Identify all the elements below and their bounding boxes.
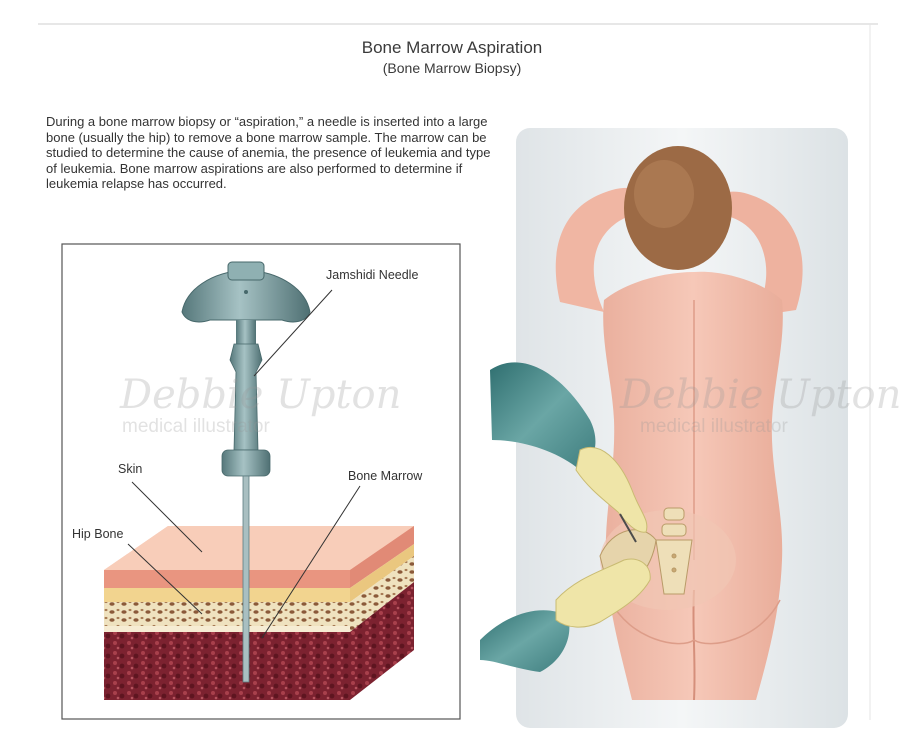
needle-hub: [221, 449, 271, 477]
block-side-fat: [350, 544, 414, 602]
buttock-crease: [692, 589, 696, 701]
label-jamshidi-needle: Jamshidi Needle: [326, 268, 419, 282]
needle-cannula: [242, 475, 250, 683]
cortex-layer: [104, 626, 350, 632]
upper-sleeve: [490, 362, 596, 470]
needle-cap: [227, 261, 265, 281]
upper-glove: [575, 446, 648, 533]
leader-hip-bone: [127, 543, 203, 615]
label-bone-marrow: Bone Marrow: [348, 469, 423, 483]
label-hip-bone: Hip Bone: [72, 527, 124, 541]
needle-cap-dot: [244, 290, 248, 294]
patient-scene: [480, 128, 848, 728]
patient-arms-right: [700, 191, 803, 316]
block-side-bone: [350, 556, 414, 632]
page-subtitle: (Bone Marrow Biopsy): [382, 60, 522, 76]
skin-layer: [104, 570, 350, 588]
leader-needle: [253, 289, 333, 377]
hip-bone-layer: [104, 602, 350, 626]
skin-surface-top: [104, 526, 414, 570]
needle-neck: [236, 320, 256, 344]
patient-arms: [555, 187, 664, 312]
lower-sleeve: [480, 610, 570, 672]
lower-glove: [555, 558, 651, 628]
needle-handle: [181, 269, 311, 323]
leader-skin: [131, 481, 203, 553]
fat-layer: [104, 588, 350, 602]
block-side-marrow: [350, 582, 414, 700]
jamshidi-needle: [181, 261, 311, 683]
leader-bone-marrow: [261, 485, 361, 639]
bone-marrow-layer: [104, 632, 350, 700]
description-paragraph: During a bone marrow biopsy or “aspirati…: [46, 114, 491, 192]
block-side: [350, 526, 414, 588]
label-skin: Skin: [118, 462, 143, 476]
buttocks: [609, 599, 781, 645]
tissue-block: [104, 526, 414, 700]
aspiration-needle-small: [619, 513, 637, 543]
hair-highlight: [634, 160, 694, 228]
page-title: Bone Marrow Aspiration: [361, 38, 543, 57]
sacrum-bone: [655, 507, 693, 595]
